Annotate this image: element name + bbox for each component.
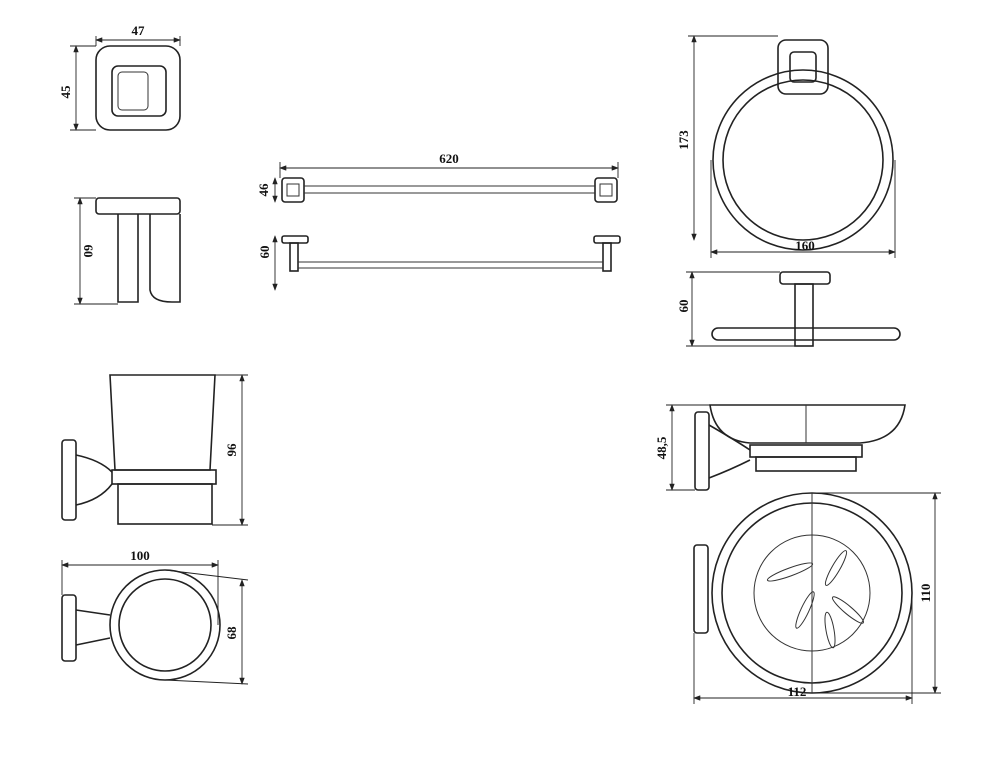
soap-dish-depth-label: 110 [918,584,933,603]
towel-ring-width-label: 160 [795,238,815,253]
towel-bar-length-label: 620 [439,151,459,166]
robe-hook-front-view: 47 45 [58,23,181,131]
towel-bar-front-view: 620 46 [256,151,619,203]
towel-bar-height-label: 60 [257,246,272,259]
soap-dish-side-view: 48,5 [654,404,906,491]
robe-hook-height-label: 60 [81,245,96,258]
soap-dish-top-view: 110 112 [693,492,941,704]
tumbler-width-label: 68 [224,626,239,640]
tumbler-holder-side-view: 96 [61,374,248,526]
robe-hook-width-label: 47 [132,23,146,38]
tumbler-holder-top-view: 100 68 [61,548,249,685]
towel-bar-side-view: 60 [257,235,621,291]
drain-slots [766,550,865,649]
soap-dish-width-label: 112 [788,684,807,699]
towel-ring-depth-label: 60 [676,300,691,313]
towel-ring-side-view: 60 [676,271,901,347]
robe-hook-side-view: 60 [74,197,181,305]
robe-hook-depth-label: 45 [58,85,73,99]
tumbler-height-label: 96 [224,443,239,457]
soap-dish-height-label: 48,5 [654,436,669,459]
towel-bar-depth-label: 46 [256,183,271,197]
towel-ring-height-label: 173 [676,130,691,150]
tumbler-length-label: 100 [130,548,150,563]
towel-ring-front-view: 173 160 [676,35,896,258]
